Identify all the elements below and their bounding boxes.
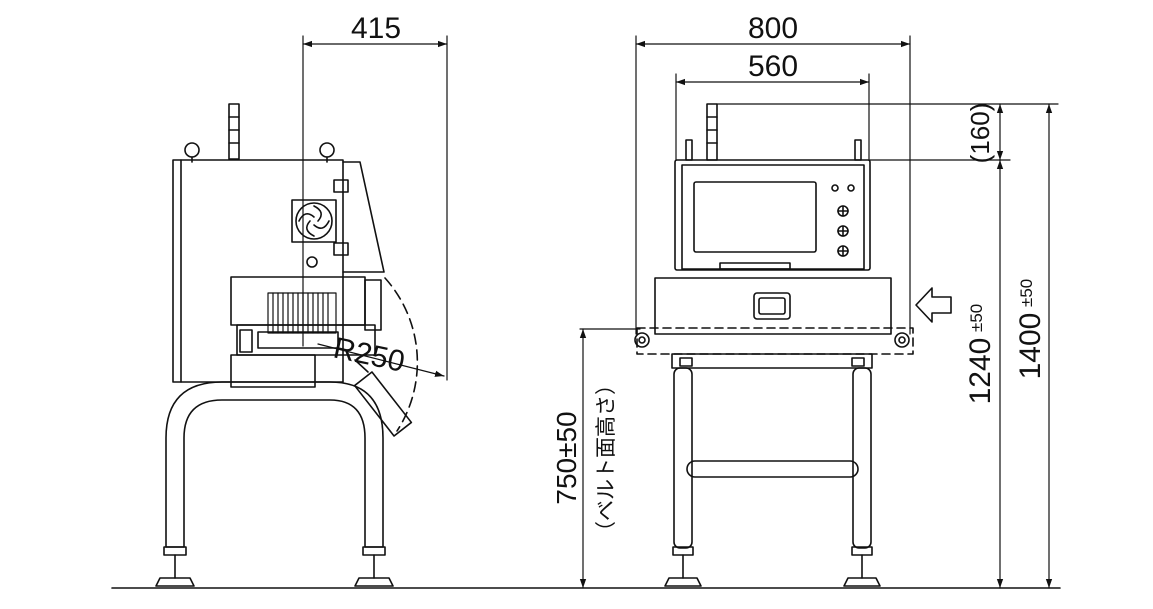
dim-160-label: (160) [965, 103, 995, 164]
control-knob-icon [837, 245, 849, 257]
front-cabinet [674, 159, 871, 271]
dim-560-label: 560 [748, 50, 798, 83]
control-knob-icon [837, 205, 849, 217]
handle-icon [753, 292, 791, 320]
eye-bolt-right-icon [319, 142, 335, 158]
base-frame [165, 381, 384, 548]
control-knob-icon [837, 225, 849, 237]
front-view [634, 103, 914, 587]
r250-arc [384, 277, 419, 432]
dim-1400-value: 1400 [1014, 313, 1047, 380]
fan-icon [291, 199, 337, 243]
swing-cover [353, 371, 413, 437]
dim-1400-tolerance: ±50 [1017, 279, 1036, 307]
dim-415-label: 415 [351, 12, 401, 45]
roller-icon [634, 332, 650, 348]
dim-750-label: 750±50 [551, 411, 582, 504]
dim-1240-value: 1240 [964, 338, 997, 405]
dim-line-r250 [317, 343, 445, 377]
roller-icon [894, 332, 910, 348]
front-tunnel [654, 277, 892, 335]
side-view [155, 103, 419, 587]
front-signal-tower [706, 103, 718, 161]
dim-1240-label: 1240 ±50 [964, 304, 997, 405]
crossbar [686, 460, 859, 478]
button-icon [847, 184, 855, 192]
belt-height-note: （ベルト面高さ） [594, 374, 618, 542]
display-screen [693, 181, 817, 253]
dim-800-label: 800 [748, 12, 798, 45]
eye-bolt-left-icon [184, 142, 200, 158]
front-leg-right [852, 367, 872, 549]
conveyor-belt [636, 327, 914, 355]
dim-1400-label: 1400 ±50 [1014, 279, 1047, 380]
button-icon [831, 184, 839, 192]
dim-1240-tolerance: ±50 [967, 304, 986, 332]
left-arrow-icon [915, 287, 952, 323]
signal-tower [228, 103, 240, 160]
dim-r250-label: R250 [331, 332, 408, 379]
front-leg-left [673, 367, 693, 549]
